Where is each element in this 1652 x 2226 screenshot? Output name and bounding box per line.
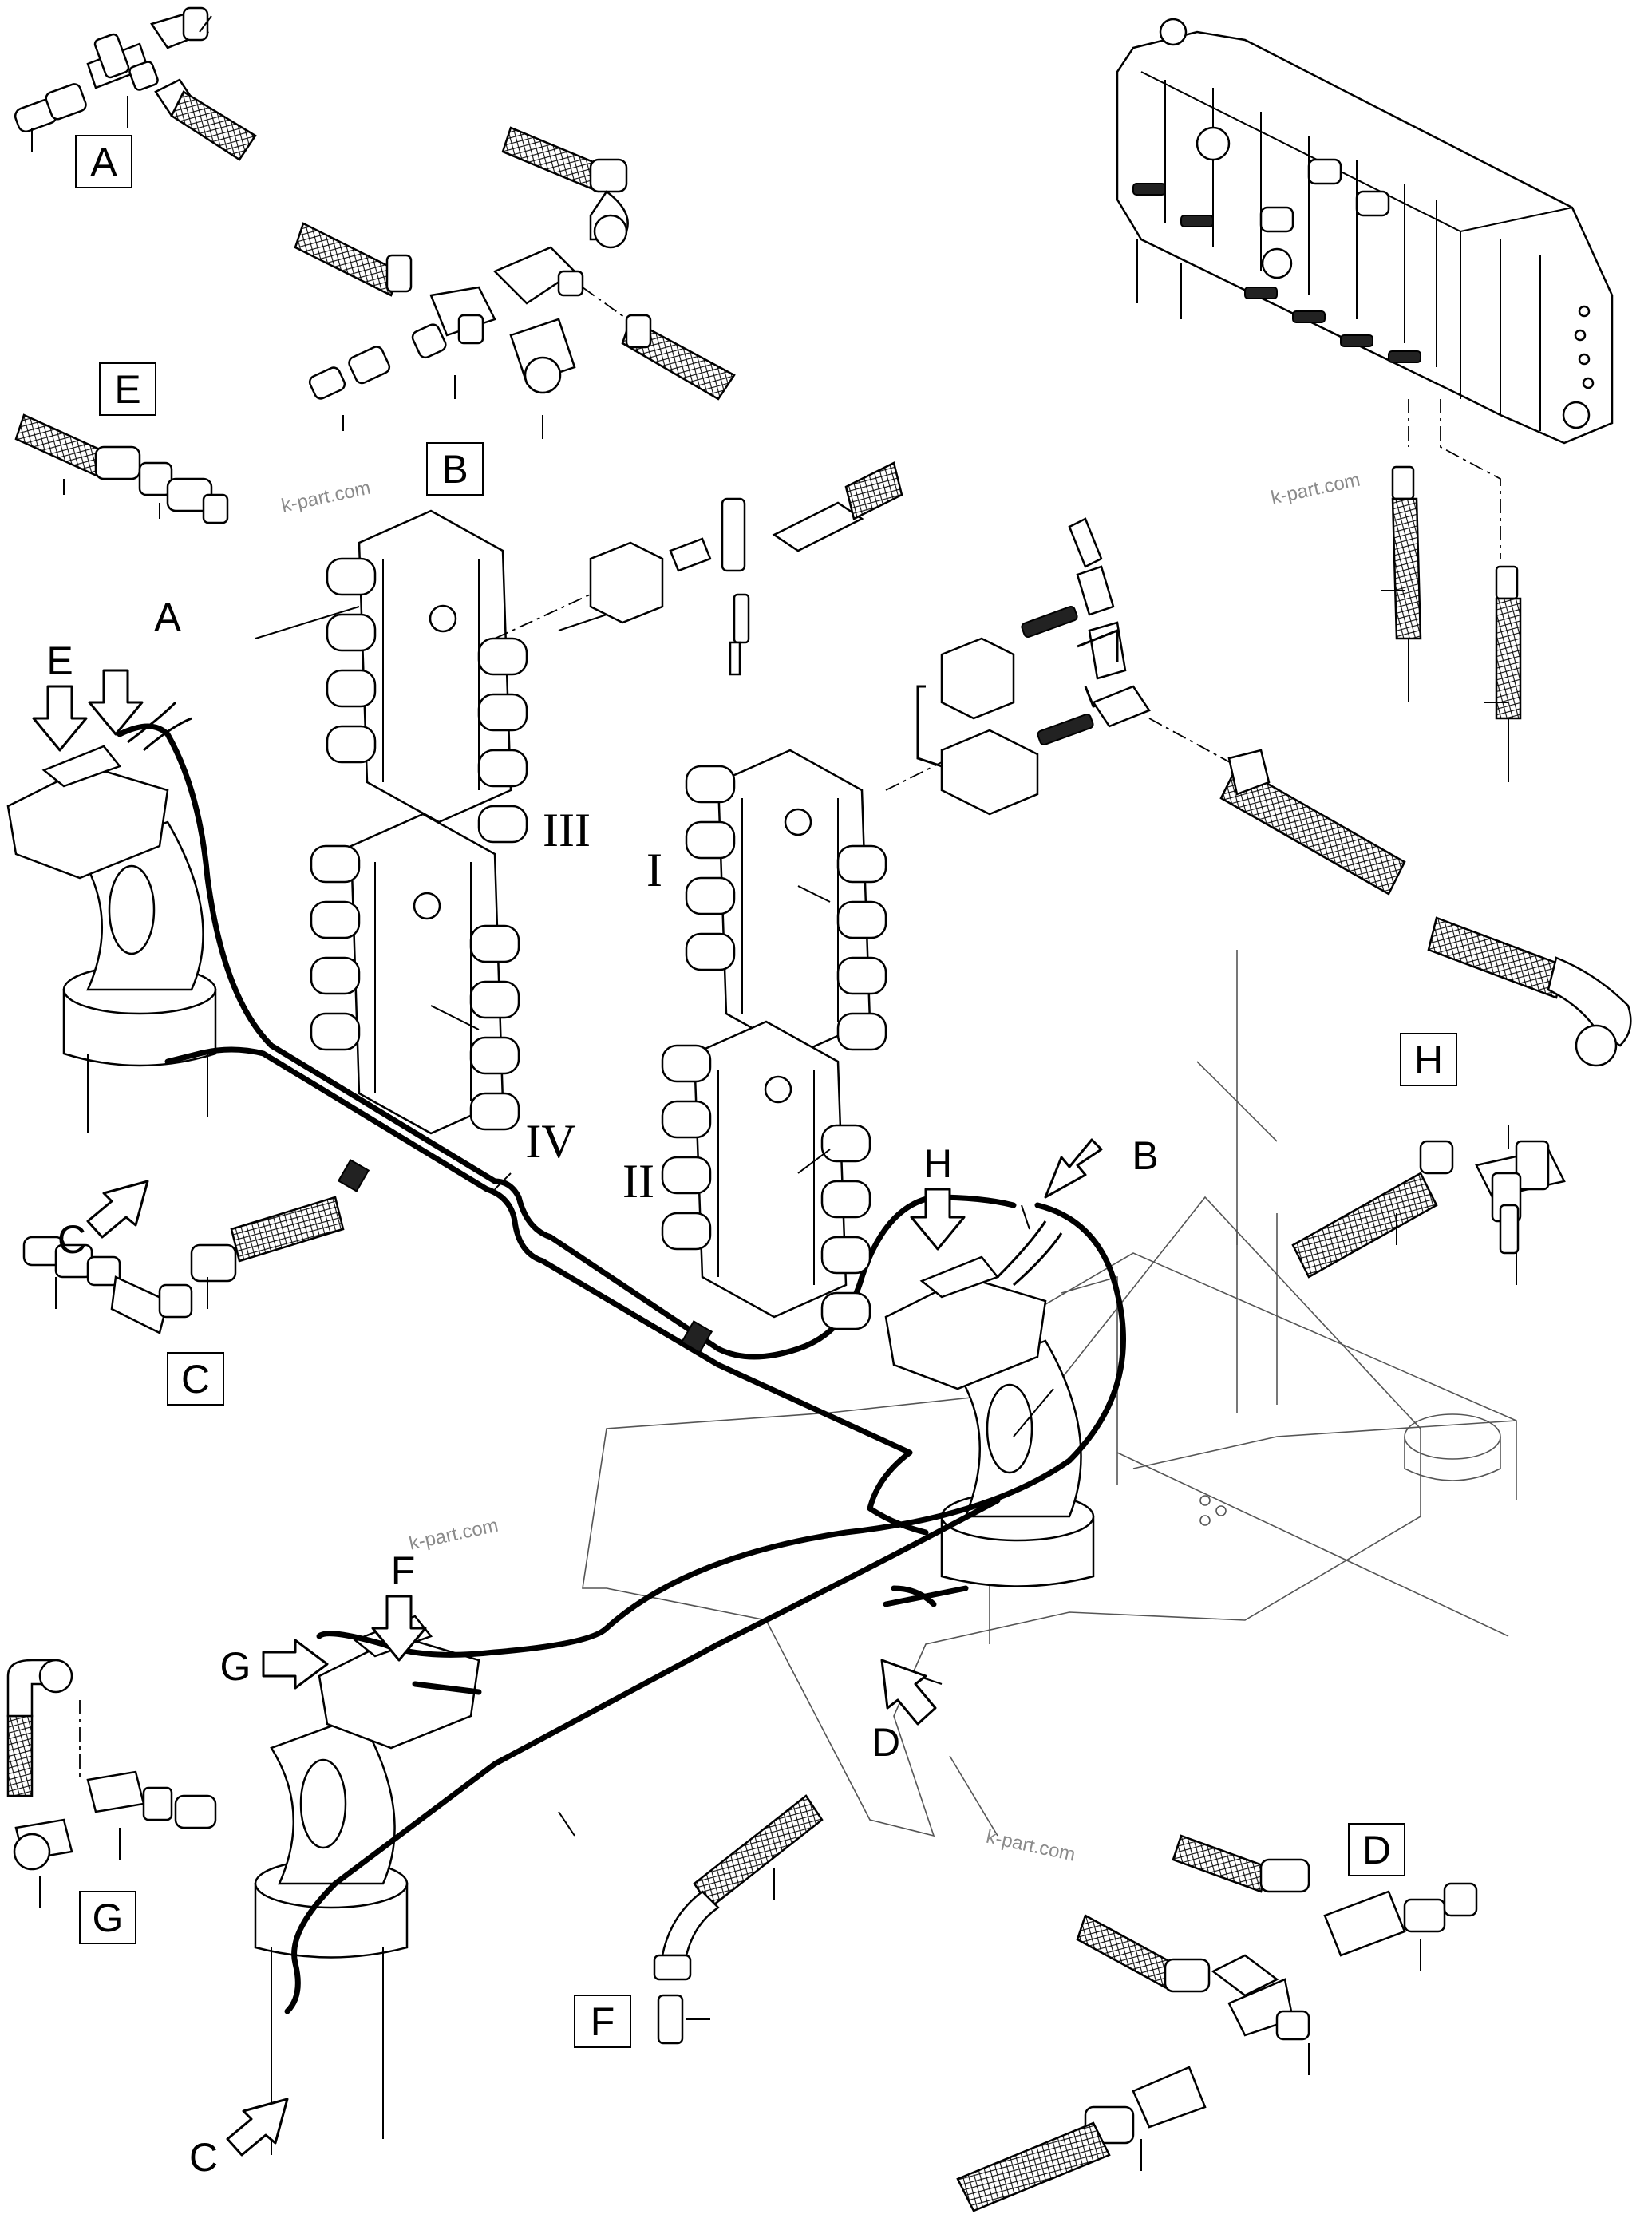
svg-text:D: D (1362, 1828, 1391, 1872)
detail-e-fittings (14, 413, 229, 524)
callout-box-b: B (426, 442, 484, 496)
svg-text:G: G (220, 1644, 251, 1689)
arrow-c-lower: C (189, 2098, 289, 2180)
callout-box-h: H (1400, 1033, 1457, 1086)
svg-text:H: H (1414, 1038, 1443, 1082)
callout-box-a: A (75, 135, 132, 188)
detail-a-fittings (14, 6, 257, 161)
block-label-I: I (646, 844, 662, 896)
svg-text:E: E (46, 639, 73, 683)
svg-text:F: F (391, 1548, 416, 1593)
distribution-block-I (685, 749, 887, 1055)
feed-valve-fittings (494, 461, 1406, 896)
distribution-block-II (661, 1020, 871, 1330)
arrow-c-upper: C (57, 1180, 149, 1262)
arrow-a: A (88, 595, 181, 736)
svg-text:C: C (57, 1217, 86, 1262)
callout-box-c: C (167, 1352, 224, 1406)
block-label-II: II (622, 1155, 654, 1208)
svg-text:C: C (181, 1357, 210, 1402)
arrow-f: F (371, 1548, 427, 1662)
svg-text:C: C (189, 2135, 218, 2180)
arrow-e: E (32, 639, 88, 752)
detail-g-fittings (6, 1659, 217, 1908)
svg-text:H: H (923, 1141, 952, 1186)
detail-h-fittings (1291, 916, 1632, 1285)
detail-c-fittings (22, 1196, 345, 1334)
distribution-block-IV (310, 813, 520, 1135)
motor-lower-left (254, 1615, 480, 2155)
detail-d-fittings (956, 1834, 1478, 2212)
svg-text:G: G (93, 1896, 124, 1940)
svg-text:B: B (441, 447, 468, 492)
callout-box-f: F (574, 1995, 631, 2048)
arrow-h: H (910, 1141, 966, 1251)
block-label-III: III (543, 804, 591, 856)
block-label-IV: IV (525, 1115, 575, 1168)
detail-b-fittings (294, 126, 736, 439)
arrow-g: G (220, 1639, 329, 1690)
svg-text:E: E (114, 367, 140, 412)
detail-f-fittings (653, 1794, 824, 2045)
watermark-4: k-part.com (984, 1826, 1077, 1866)
svg-text:B: B (1132, 1133, 1158, 1178)
arrow-b: B (1044, 1133, 1159, 1199)
svg-text:A: A (90, 140, 117, 184)
valve-drop-hoses (1381, 465, 1522, 782)
callout-box-g: G (79, 1891, 136, 1944)
watermark-3: k-part.com (407, 1515, 500, 1555)
watermark-2: k-part.com (1269, 469, 1362, 509)
watermark-1: k-part.com (279, 477, 372, 517)
main-control-valve (1116, 18, 1614, 559)
callout-box-d: D (1348, 1823, 1405, 1876)
distribution-block-III (326, 509, 528, 844)
arrow-d: D (871, 1659, 937, 1765)
callout-box-e: E (99, 362, 156, 416)
svg-text:D: D (871, 1720, 900, 1765)
svg-text:A: A (154, 595, 181, 639)
motor-upper-left (6, 701, 217, 1133)
hydraulic-hoses (117, 723, 1126, 2014)
svg-text:F: F (591, 1999, 615, 2044)
